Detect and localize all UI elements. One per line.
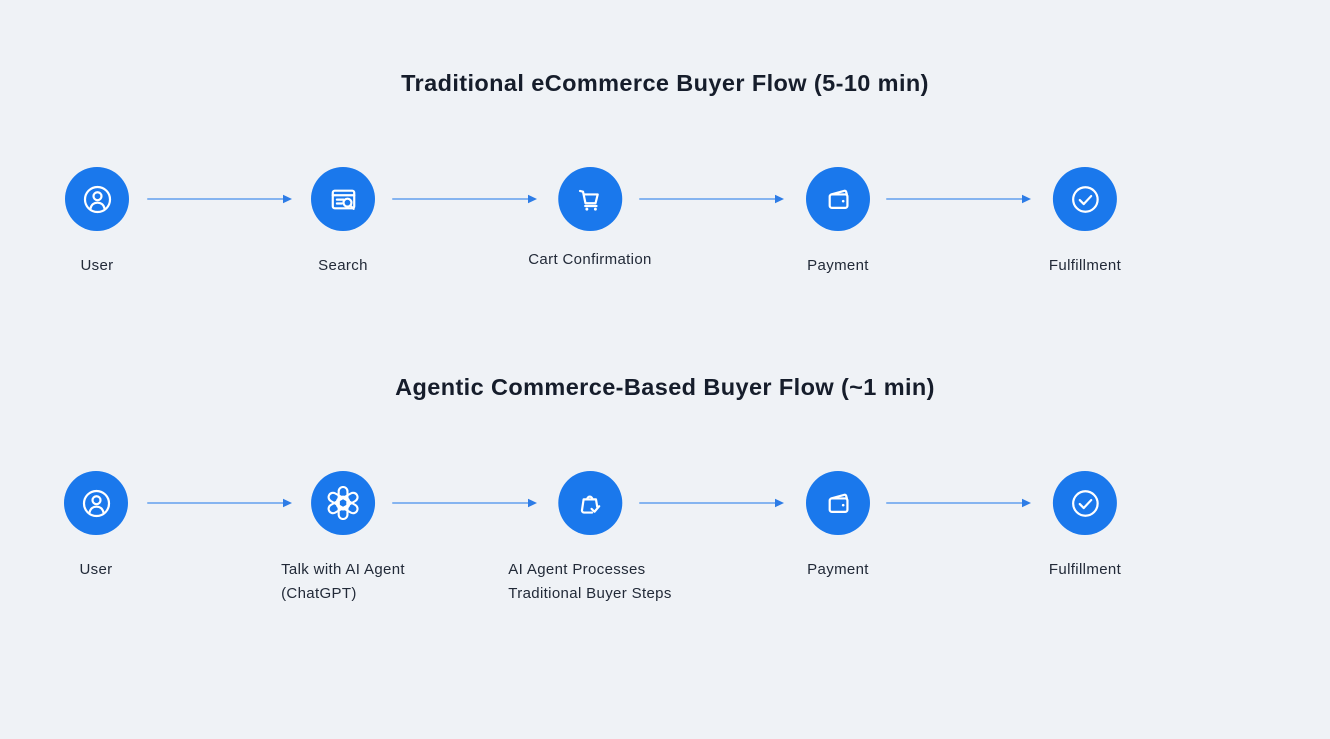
openai-icon	[327, 486, 359, 520]
step-payment: Payment	[806, 471, 870, 582]
flow-arrow	[392, 498, 537, 508]
flow-arrow	[639, 498, 784, 508]
step-label-line: Cart Confirmation	[528, 251, 652, 268]
step-label: AI Agent Processes Traditional Buyer Ste…	[508, 558, 671, 606]
traditional-flow-title: Traditional eCommerce Buyer Flow (5-10 m…	[401, 70, 929, 96]
step-label: Search	[318, 254, 368, 278]
step-label-line: User	[79, 561, 113, 578]
step-circle	[64, 471, 128, 535]
step-circle	[806, 471, 870, 535]
wallet-icon	[828, 189, 849, 209]
step-circle	[558, 471, 622, 535]
flow-arrow	[639, 194, 784, 204]
step-label-line: User	[80, 257, 114, 274]
user-icon	[82, 489, 110, 517]
step-label: Payment	[807, 558, 869, 582]
wallet-icon	[828, 493, 849, 513]
step-label: User	[80, 254, 113, 278]
check-icon	[1071, 185, 1099, 213]
step-label-line: Payment	[807, 257, 869, 274]
step-user: User	[64, 471, 128, 582]
step-cart-confirmation: Cart Confirmation	[528, 167, 652, 272]
step-label: Cart Confirmation	[528, 248, 652, 272]
step-label-line: Talk with AI Agent	[281, 561, 405, 578]
step-label-line: Traditional Buyer Steps	[508, 585, 672, 602]
cart-icon	[579, 189, 600, 211]
step-user: User	[65, 167, 129, 278]
step-search: Search	[311, 167, 375, 278]
step-ai-agent-processes: AI Agent Processes Traditional Buyer Ste…	[508, 471, 671, 606]
flow-arrow	[392, 194, 537, 204]
check-icon	[1071, 489, 1099, 517]
step-label-line: AI Agent Processes	[508, 561, 646, 578]
step-label: Fulfillment	[1049, 558, 1121, 582]
step-label: Payment	[807, 254, 869, 278]
bag-check-icon	[581, 495, 601, 514]
step-circle	[311, 167, 375, 231]
flow-arrow	[147, 498, 292, 508]
step-circle	[558, 167, 622, 231]
step-label: Talk with AI Agent (ChatGPT)	[281, 558, 405, 606]
flow-arrow	[886, 498, 1031, 508]
search-icon	[331, 189, 355, 210]
step-talk-with-ai-agent: Talk with AI Agent (ChatGPT)	[281, 471, 405, 606]
agentic-flow-title: Agentic Commerce-Based Buyer Flow (~1 mi…	[395, 374, 935, 400]
step-label-line: Payment	[807, 561, 869, 578]
step-circle	[1052, 471, 1117, 535]
step-label-line: Search	[318, 257, 368, 274]
user-icon	[83, 185, 111, 213]
step-circle	[311, 471, 375, 535]
step-label: Fulfillment	[1049, 254, 1121, 278]
step-circle	[806, 167, 870, 231]
step-circle	[65, 167, 129, 231]
step-label-line: Fulfillment	[1048, 257, 1122, 274]
step-label-line: Fulfillment	[1048, 561, 1122, 578]
step-fulfillment: Fulfillment	[1049, 167, 1121, 278]
step-label: User	[79, 558, 112, 582]
step-fulfillment: Fulfillment	[1049, 471, 1121, 582]
flow-arrow	[886, 194, 1031, 204]
step-payment: Payment	[806, 167, 870, 278]
step-circle	[1052, 167, 1117, 231]
flow-arrow	[147, 194, 292, 204]
step-label-line: (ChatGPT)	[281, 585, 357, 602]
